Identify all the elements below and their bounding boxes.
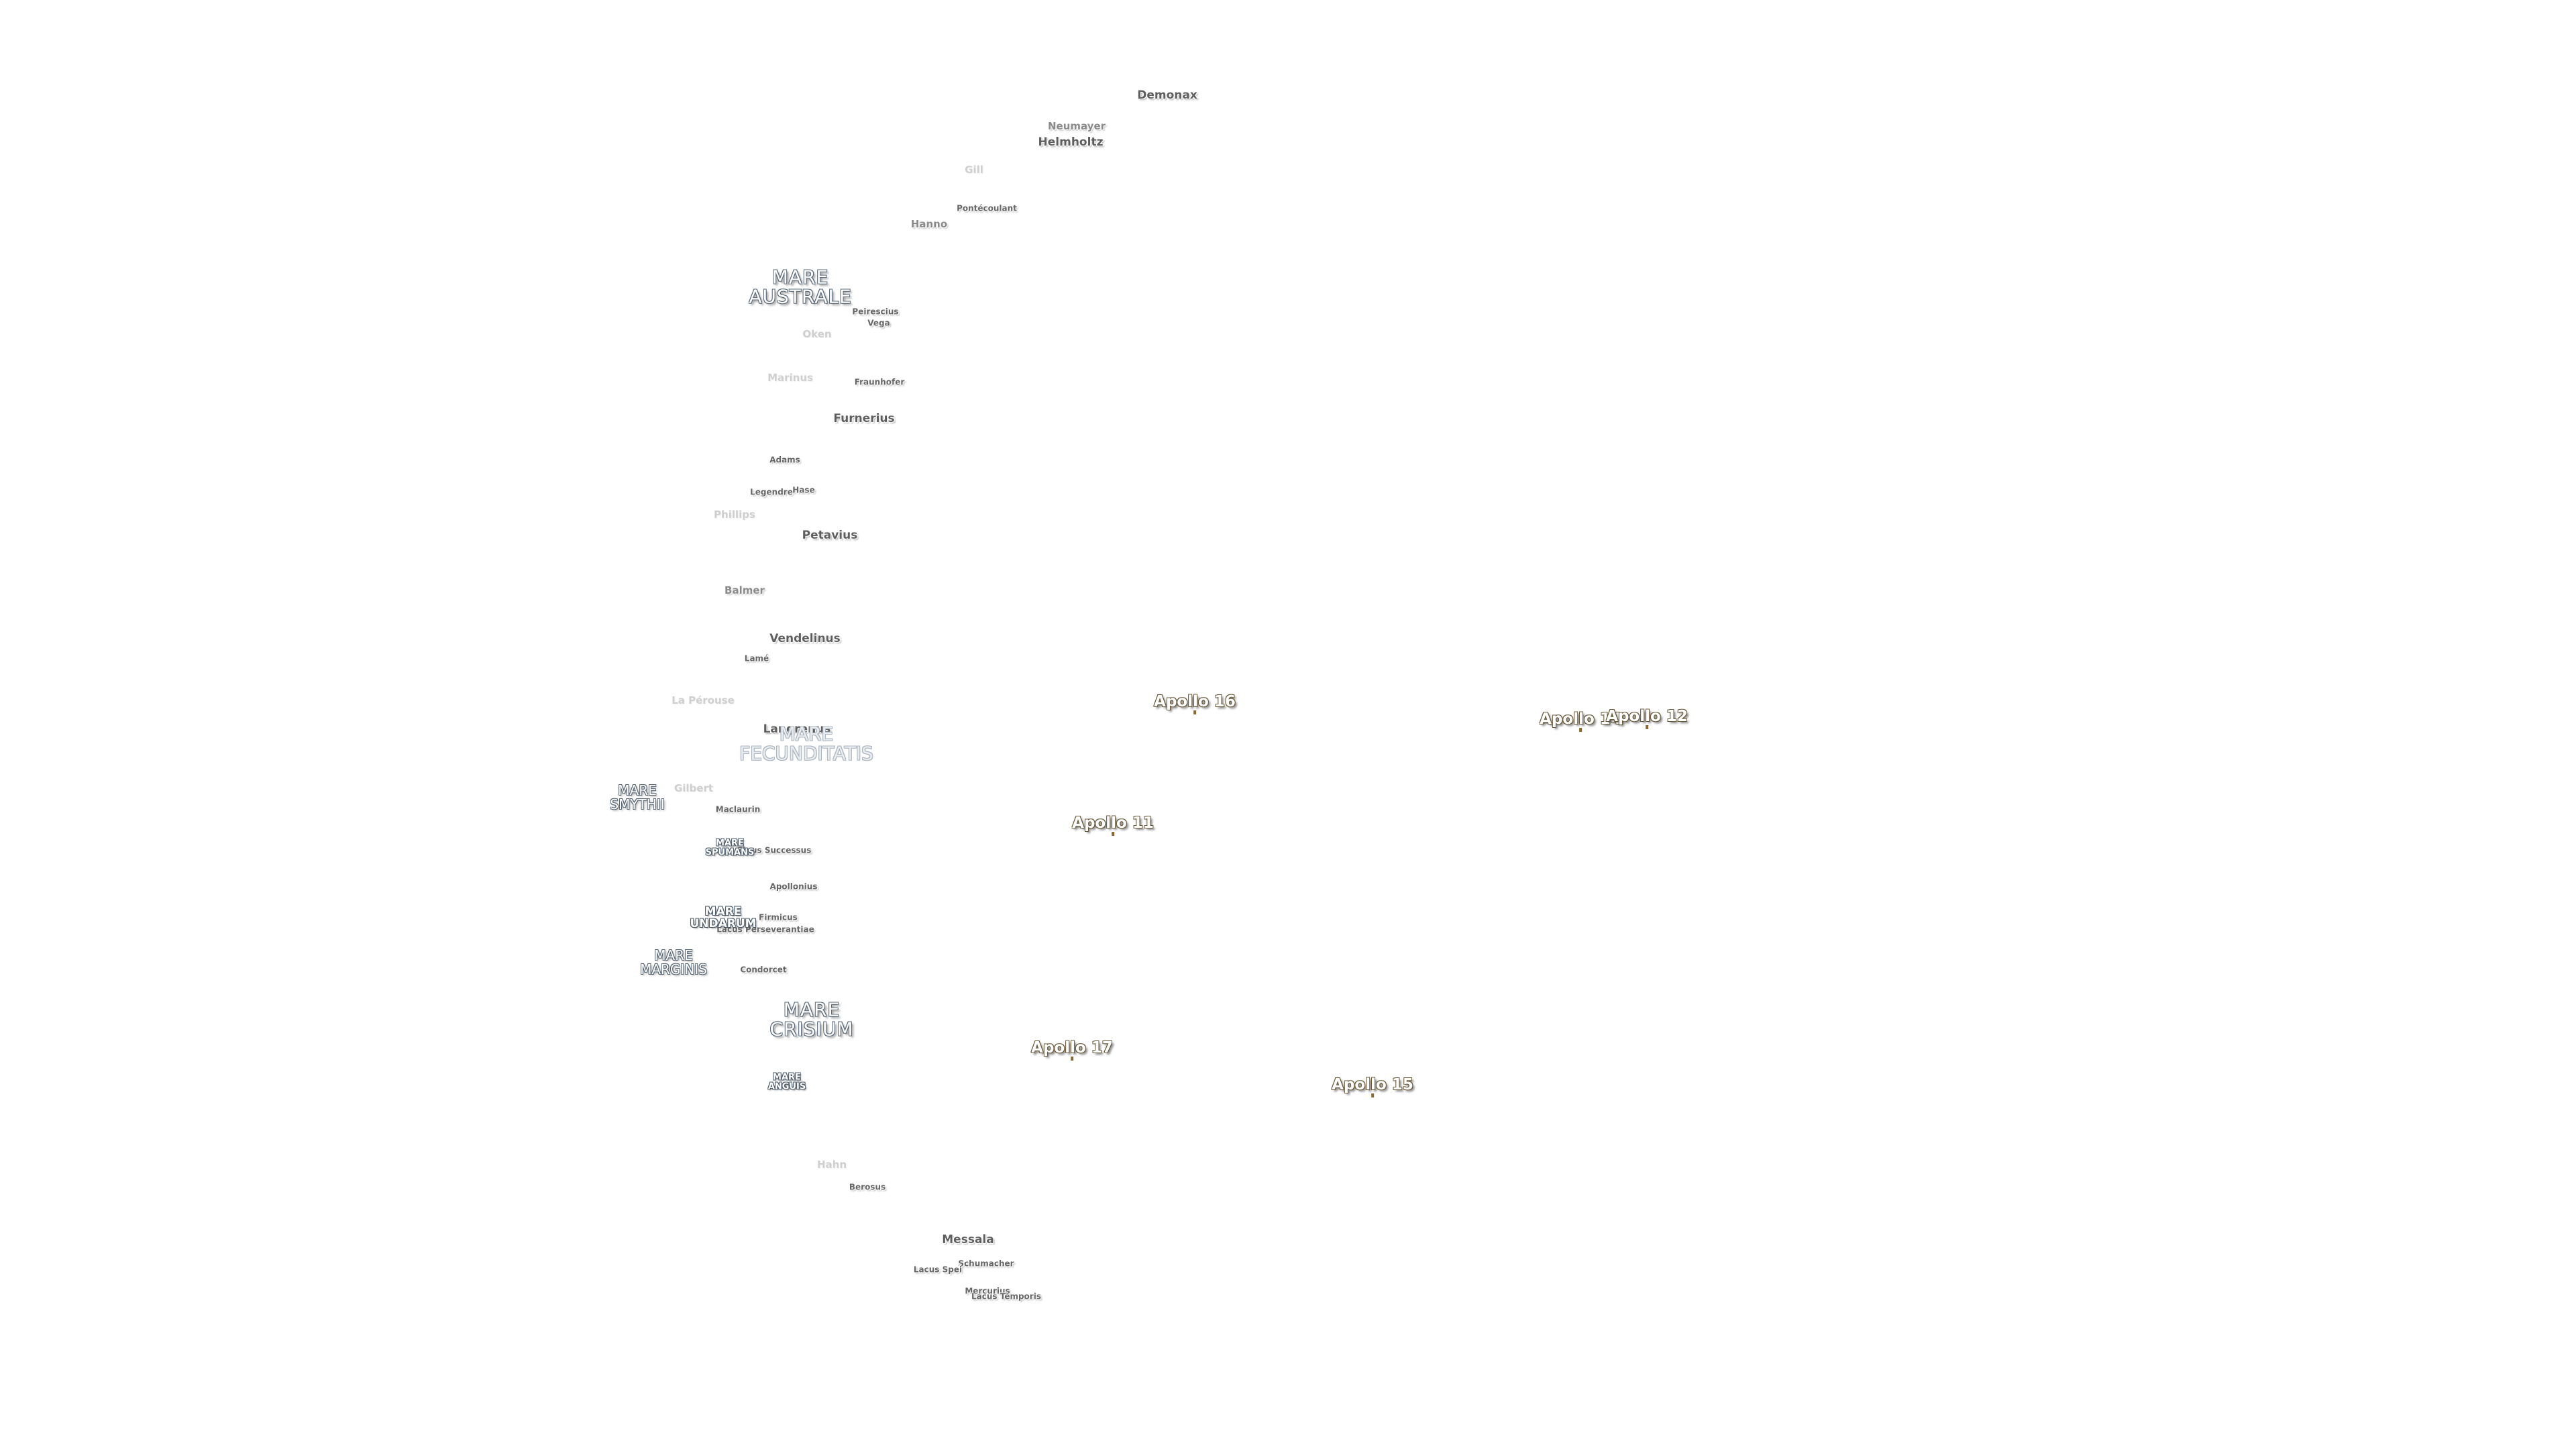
crater-label-furnerius: Furnerius [833,412,895,426]
landing-site-label: Apollo 15 [1332,1076,1413,1093]
crater-label-lacus-temporis: Lacus Temporis [971,1291,1041,1301]
landing-site-label: Apollo 17 [1031,1039,1113,1057]
landing-site-apollo-12[interactable]: Apollo 12 [1606,708,1688,729]
mare-label-mare-anguis: MARE ANGUIS [767,1072,806,1091]
mare-label-mare-marginis: MARE MARGINIS [640,947,707,977]
crater-label-balmer: Balmer [724,584,765,597]
landing-marker-icon [1193,710,1196,714]
crater-label-oken: Oken [802,328,832,341]
landing-marker-icon [1371,1093,1374,1097]
crater-label-lame: Lamé [744,653,769,663]
landing-site-label: Apollo 14 [1540,710,1621,728]
crater-label-maclaurin: Maclaurin [715,804,761,814]
crater-label-la-perouse: La Pérouse [672,694,735,707]
mare-label-mare-crisium: MARE CRISIUM [769,998,854,1040]
crater-label-neumayer: Neumayer [1047,120,1106,133]
landing-marker-icon [1071,1057,1073,1061]
crater-label-peirescius: Peirescius [852,307,899,317]
crater-label-petavius: Petavius [802,529,858,543]
crater-label-lacus-perseverantiae: Lacus Perseverantiae [716,924,814,934]
landing-marker-icon [1112,832,1114,836]
crater-label-legendre: Legendre [750,487,793,497]
crater-label-messala: Messala [942,1233,994,1247]
mare-label-mare-undarum: MARE UNDARUM [690,905,757,930]
landing-site-apollo-16[interactable]: Apollo 16 [1154,693,1236,714]
crater-label-marinus: Marinus [767,372,813,384]
mare-label-mare-smythii: MARE SMYTHII [610,782,665,812]
landing-site-label: Apollo 16 [1154,693,1236,710]
landing-site-label: Apollo 11 [1072,814,1154,832]
crater-label-langrenus: Langrenus [763,722,831,737]
crater-label-demonax: Demonax [1137,89,1197,103]
crater-label-lacus-spei: Lacus Spei [913,1265,963,1275]
crater-label-mercurius: Mercurius [965,1286,1010,1296]
crater-label-apollonius: Apollonius [769,881,818,892]
crater-label-hahn: Hahn [816,1159,847,1171]
crater-label-hanno: Hanno [910,218,948,231]
landing-site-apollo-11[interactable]: Apollo 11 [1072,814,1154,836]
crater-label-hase: Hase [792,485,815,495]
crater-label-helmholtz: Helmholtz [1038,136,1104,150]
crater-label-sinus-successus: Sinus Successus [737,845,812,855]
crater-label-condorcet: Condorcet [740,965,787,975]
crater-label-adams: Adams [769,455,800,465]
crater-label-fraunhofer: Fraunhofer [854,377,905,387]
crater-label-phillips: Phillips [714,508,755,521]
crater-label-gill: Gill [965,164,983,176]
crater-label-pontecoulant: Pontécoulant [957,203,1017,213]
landing-site-label: Apollo 12 [1606,708,1688,725]
crater-label-schumacher: Schumacher [958,1258,1014,1269]
crater-label-berosus: Berosus [849,1182,886,1192]
landing-marker-icon [1579,728,1582,732]
mare-label-mare-australe: MARE AUSTRALE [749,266,852,308]
landing-marker-icon [1646,725,1648,729]
mare-label-mare-fecunditatis: MARE FECUNDITATIS [739,722,873,765]
crater-label-vendelinus: Vendelinus [769,632,841,646]
crater-label-firmicus: Firmicus [759,912,798,922]
landing-site-apollo-14[interactable]: Apollo 14 [1540,710,1621,732]
crater-label-gilbert: Gilbert [674,782,714,795]
crater-label-vega: Vega [867,318,890,328]
landing-site-apollo-17[interactable]: Apollo 17 [1031,1039,1113,1061]
mare-label-mare-spumans: MARE SPUMANS [705,838,755,857]
landing-site-apollo-15[interactable]: Apollo 15 [1332,1076,1413,1097]
